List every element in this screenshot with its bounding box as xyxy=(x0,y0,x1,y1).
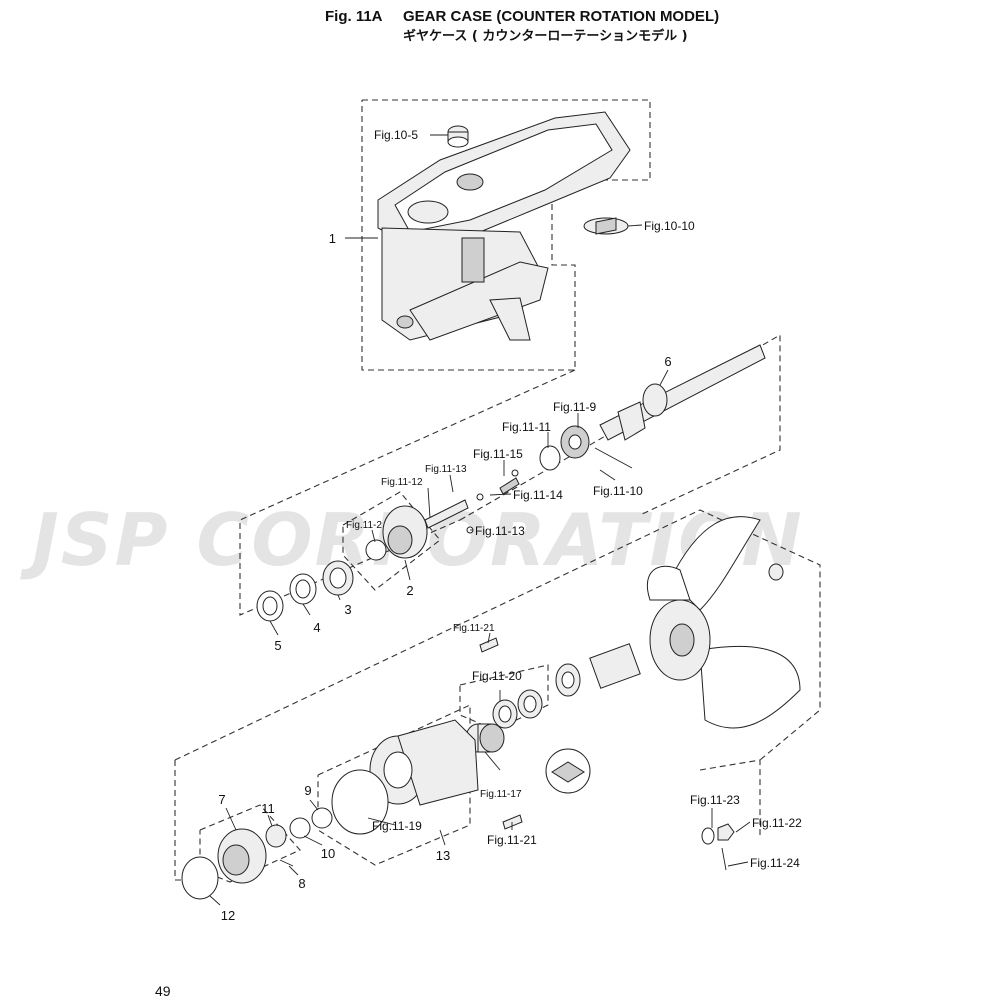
ref-fig-11-12: Fig.11-12 xyxy=(381,477,423,488)
part-number-labels: 1 2 3 4 5 6 7 8 9 10 11 12 13 xyxy=(218,231,671,923)
ball-fig-11-14 xyxy=(476,493,484,501)
boundary-lower-left xyxy=(174,760,200,881)
label-part-2: 2 xyxy=(406,583,413,598)
label-part-11: 11 xyxy=(261,801,275,816)
gear-fig-11-9 xyxy=(560,425,590,459)
nut-fig-11-22 xyxy=(717,823,735,841)
boundary-fig-11-20 xyxy=(459,664,549,731)
forward-gear-part-2 xyxy=(365,505,428,561)
bolt-fig-11-21-bottom xyxy=(502,814,523,830)
reverse-gear-part-7 xyxy=(217,828,267,884)
ref-fig-11-2: Fig.11-2 xyxy=(346,520,382,531)
ref-fig-11-21-top: Fig.11-21 xyxy=(453,623,495,634)
drive-shaft xyxy=(599,344,766,441)
page-number: 49 xyxy=(155,983,171,999)
ref-fig-11-10: Fig.11-10 xyxy=(593,484,643,498)
label-part-10: 10 xyxy=(321,846,335,861)
ref-fig-11-23: Fig.11-23 xyxy=(690,793,740,807)
label-part-5: 5 xyxy=(274,638,281,653)
label-part-6: 6 xyxy=(664,354,671,369)
special-tool-inset xyxy=(545,748,591,794)
shims xyxy=(256,560,354,622)
boundary-lower-right xyxy=(699,759,761,835)
ref-fig-10-10: Fig.10-10 xyxy=(644,219,695,233)
ref-fig-11-17: Fig.11-17 xyxy=(480,789,522,800)
anode-fig-10-10 xyxy=(583,217,629,235)
label-part-9: 9 xyxy=(304,783,311,798)
ref-fig-10-5: Fig.10-5 xyxy=(374,128,418,142)
ref-fig-11-22: Fig.11-22 xyxy=(752,816,802,830)
ring-fig-11-11 xyxy=(539,445,561,471)
title-english: GEAR CASE (COUNTER ROTATION MODEL) xyxy=(403,8,720,25)
leader-lines xyxy=(209,134,751,906)
ring-part-11 xyxy=(265,824,287,848)
bearings-fig-11-20 xyxy=(492,689,543,729)
gear-case-housing xyxy=(377,111,631,341)
ball-fig-11-14-b xyxy=(511,469,519,477)
pin-fig-11-10 xyxy=(594,447,633,469)
bushing-fig-10-5 xyxy=(447,125,469,148)
o-ring-fig-11-19 xyxy=(331,769,389,835)
figure-reference-labels: Fig.10-5 Fig.10-10 Fig.11-9 Fig.11-11 Fi… xyxy=(346,128,802,870)
ref-fig-11-21-bottom: Fig.11-21 xyxy=(487,833,537,847)
label-part-12: 12 xyxy=(221,908,235,923)
ref-fig-11-14: Fig.11-14 xyxy=(513,488,563,502)
nut-propeller xyxy=(768,563,784,581)
figure-number: Fig. 11A xyxy=(325,8,383,25)
title-japanese: ギヤケース ( カウンターローテーションモデル ) xyxy=(403,29,688,44)
label-part-7: 7 xyxy=(218,792,225,807)
ref-fig-11-9: Fig.11-9 xyxy=(553,400,596,414)
bolt-fig-11-21-top xyxy=(479,637,499,653)
ref-fig-11-15: Fig.11-15 xyxy=(473,447,523,461)
washer-fig-11-23 xyxy=(701,827,715,845)
cotter-pin-fig-11-24 xyxy=(721,847,727,871)
seal-part-9 xyxy=(311,807,333,829)
washer-part-10 xyxy=(289,817,311,839)
ref-fig-11-19: Fig.11-19 xyxy=(372,819,422,833)
label-part-4: 4 xyxy=(313,620,320,635)
spring-fig-11-15 xyxy=(499,477,520,495)
ref-fig-11-24: Fig.11-24 xyxy=(750,856,800,870)
ref-fig-11-11: Fig.11-11 xyxy=(502,420,551,434)
propeller xyxy=(646,516,801,729)
boundary-part-2 xyxy=(342,491,441,591)
label-part-3: 3 xyxy=(344,602,351,617)
o-ring-part-12 xyxy=(181,856,219,900)
spacer xyxy=(589,643,641,689)
rod-fig-11-12 xyxy=(424,499,469,529)
ref-fig-11-13-bottom: Fig.11-13 xyxy=(475,524,525,538)
ref-fig-11-20: Fig.11-20 xyxy=(472,669,522,683)
bushing-fig-11-17 xyxy=(465,723,505,753)
boundary-gear-case xyxy=(361,99,651,371)
label-part-8: 8 xyxy=(298,876,305,891)
label-part-1: 1 xyxy=(329,231,336,246)
bearing-carrier-fig-11-19 xyxy=(331,719,479,835)
boundary-lower xyxy=(174,509,821,761)
label-part-13: 13 xyxy=(436,848,450,863)
ref-fig-11-13-top: Fig.11-13 xyxy=(425,464,467,475)
pin-part-8 xyxy=(279,859,294,867)
